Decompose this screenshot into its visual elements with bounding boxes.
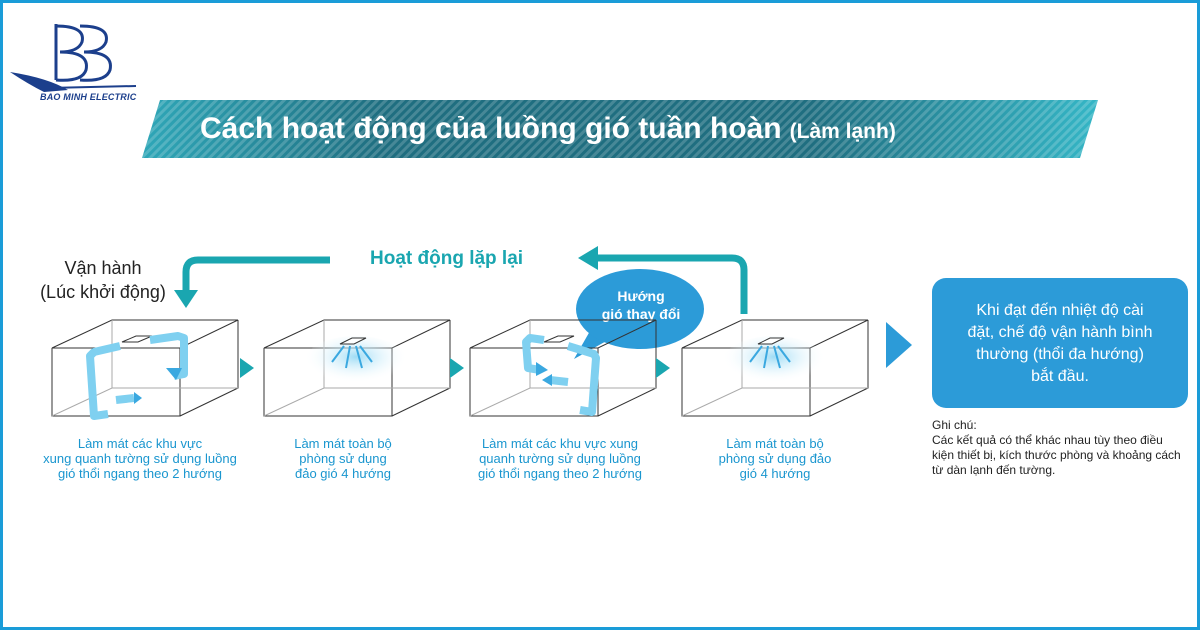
title-subtitle: (Làm lạnh) [789, 120, 896, 143]
step-arrow-2 [450, 358, 464, 378]
step-caption-2-line3: đảo gió 4 hướng [294, 466, 392, 481]
step-caption-3-line1: Làm mát các khu vực xung [481, 436, 639, 451]
result-box [932, 278, 1188, 408]
step-arrow-3 [656, 358, 670, 378]
step-caption-2-line1: Làm mát toàn bộ [294, 436, 392, 451]
step-caption-1-line3: gió thổi ngang theo 2 hướng [58, 466, 222, 481]
note-text: Các kết quả có thể khác nhau tùy theo đi… [932, 433, 1181, 477]
wind-change-line2: gió thay đổi [601, 306, 681, 322]
result-line1: Khi đạt đến nhiệt độ cài [976, 302, 1144, 319]
title-banner [142, 100, 1098, 158]
room-diagram-1 [51, 319, 239, 420]
wind-change-text: Hướng gió thay đổi [586, 287, 696, 323]
step-caption-4-line3: gió 4 hướng [739, 466, 811, 481]
step-caption-3: Làm mát các khu vực xung quanh tường sử … [460, 436, 660, 481]
step-caption-4-line2: phòng sử dụng đảo [718, 451, 832, 466]
step-caption-1: Làm mát các khu vực xung quanh tường sử … [40, 436, 240, 481]
start-label-line2: (Lúc khởi động) [40, 282, 166, 302]
step-caption-1-line1: Làm mát các khu vực [77, 436, 203, 451]
result-line4: bắt đầu. [1031, 368, 1089, 385]
result-text: Khi đạt đến nhiệt độ cài đặt, chế độ vận… [946, 300, 1174, 388]
result-arrow [886, 322, 912, 368]
room-diagram-2 [263, 319, 451, 417]
repeat-arrow-right [578, 246, 748, 314]
step-caption-3-line2: quanh tường sử dụng luồng [479, 451, 641, 466]
step-caption-2: Làm mát toàn bộ phòng sử dụng đảo gió 4 … [258, 436, 428, 481]
note-label: Ghi chú: [932, 418, 977, 432]
result-line2: đặt, chế độ vận hành bình [967, 324, 1153, 341]
repeat-label: Hoạt động lặp lại [370, 248, 524, 269]
room-diagram-3 [469, 319, 657, 417]
step-caption-4-line1: Làm mát toàn bộ [726, 436, 824, 451]
repeat-arrow-left [174, 256, 330, 308]
start-label: Vận hành (Lúc khởi động) [28, 256, 178, 304]
step-caption-1-line2: xung quanh tường sử dụng luồng [43, 451, 237, 466]
title-text: Cách hoạt động của luồng gió tuần hoàn [200, 112, 782, 145]
step-caption-2-line2: phòng sử dụng [299, 451, 387, 466]
step-caption-4: Làm mát toàn bộ phòng sử dụng đảo gió 4 … [690, 436, 860, 481]
wind-change-line1: Hướng [617, 288, 665, 304]
step-caption-3-line3: gió thổi ngang theo 2 hướng [478, 466, 642, 481]
step-arrow-1 [240, 358, 254, 378]
brand-name: BAO MINH ELECTRIC [40, 92, 137, 102]
page-title: Cách hoạt động của luồng gió tuần hoàn (L… [200, 112, 896, 146]
room-diagram-4 [681, 319, 869, 417]
bao-minh-logo [10, 24, 137, 92]
result-line3: thường (thổi đa hướng) [976, 346, 1144, 363]
start-label-line1: Vận hành [64, 258, 142, 278]
